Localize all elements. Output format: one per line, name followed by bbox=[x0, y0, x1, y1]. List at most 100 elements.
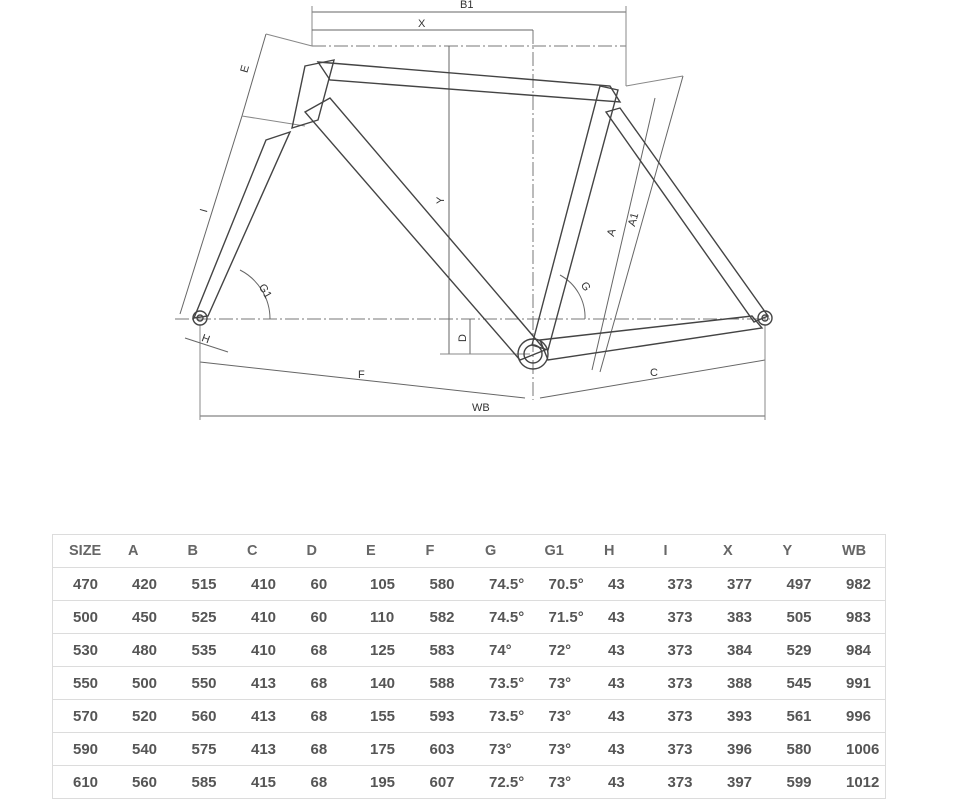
cell-g1: 73° bbox=[528, 666, 588, 700]
cell-h: 43 bbox=[588, 633, 648, 667]
label-wb: WB bbox=[472, 402, 490, 414]
header-f: F bbox=[409, 534, 469, 568]
label-x: X bbox=[418, 18, 426, 30]
cell-y: 599 bbox=[766, 765, 826, 799]
cell-size: 610 bbox=[52, 765, 112, 799]
cell-h: 43 bbox=[588, 765, 648, 799]
cell-wb: 1006 bbox=[826, 732, 886, 766]
cell-wb: 984 bbox=[826, 633, 886, 667]
bottom-bracket bbox=[517, 338, 549, 370]
cell-d: 60 bbox=[290, 600, 350, 634]
label-a1: A1 bbox=[626, 212, 641, 228]
cell-b: 560 bbox=[171, 699, 231, 733]
cell-e: 140 bbox=[350, 666, 410, 700]
cell-g: 72.5° bbox=[469, 765, 529, 799]
cell-y: 545 bbox=[766, 666, 826, 700]
cell-h: 43 bbox=[588, 699, 648, 733]
cell-i: 373 bbox=[647, 567, 707, 601]
cell-c: 410 bbox=[231, 633, 291, 667]
cell-wb: 982 bbox=[826, 567, 886, 601]
cell-e: 105 bbox=[350, 567, 410, 601]
cell-y: 497 bbox=[766, 567, 826, 601]
a-dimension-line bbox=[591, 97, 656, 371]
cell-e: 195 bbox=[350, 765, 410, 799]
label-g: G bbox=[578, 280, 593, 293]
cell-c: 413 bbox=[231, 732, 291, 766]
header-h: H bbox=[588, 534, 648, 568]
cell-wb: 991 bbox=[826, 666, 886, 700]
label-a: A bbox=[605, 227, 619, 238]
cell-c: 413 bbox=[231, 666, 291, 700]
cell-b: 515 bbox=[171, 567, 231, 601]
header-y: Y bbox=[766, 534, 826, 568]
cell-y: 505 bbox=[766, 600, 826, 634]
header-g: G bbox=[469, 534, 529, 568]
head-tube bbox=[291, 59, 335, 130]
cell-g: 73.5° bbox=[469, 699, 529, 733]
cell-f: 580 bbox=[409, 567, 469, 601]
cell-x: 396 bbox=[707, 732, 767, 766]
cell-h: 43 bbox=[588, 600, 648, 634]
h-dimension-line bbox=[184, 337, 229, 353]
cell-a: 500 bbox=[112, 666, 172, 700]
cell-e: 175 bbox=[350, 732, 410, 766]
cell-a: 420 bbox=[112, 567, 172, 601]
cell-i: 373 bbox=[647, 699, 707, 733]
label-f: F bbox=[358, 369, 365, 381]
cell-g1: 73° bbox=[528, 699, 588, 733]
cell-d: 68 bbox=[290, 765, 350, 799]
cell-wb: 996 bbox=[826, 699, 886, 733]
cell-b: 525 bbox=[171, 600, 231, 634]
cell-c: 410 bbox=[231, 600, 291, 634]
cell-d: 68 bbox=[290, 633, 350, 667]
cell-h: 43 bbox=[588, 567, 648, 601]
table-header-row: SIZE A B C D E F G G1 H I X Y WB bbox=[52, 534, 886, 568]
cell-c: 413 bbox=[231, 699, 291, 733]
c-dimension-line bbox=[539, 359, 766, 399]
cell-y: 529 bbox=[766, 633, 826, 667]
cell-f: 603 bbox=[409, 732, 469, 766]
a1-dimension-line bbox=[599, 75, 684, 373]
e-dimension-line bbox=[241, 33, 267, 117]
cell-wb: 983 bbox=[826, 600, 886, 634]
seat-tube bbox=[531, 85, 619, 351]
chain-stay bbox=[539, 315, 764, 361]
cell-d: 60 bbox=[290, 567, 350, 601]
cell-e: 125 bbox=[350, 633, 410, 667]
label-y: Y bbox=[435, 196, 447, 204]
cell-x: 377 bbox=[707, 567, 767, 601]
cell-i: 373 bbox=[647, 633, 707, 667]
cell-b: 550 bbox=[171, 666, 231, 700]
cell-c: 410 bbox=[231, 567, 291, 601]
cell-size: 590 bbox=[52, 732, 112, 766]
cell-f: 582 bbox=[409, 600, 469, 634]
cell-g1: 71.5° bbox=[528, 600, 588, 634]
cell-y: 561 bbox=[766, 699, 826, 733]
cell-size: 550 bbox=[52, 666, 112, 700]
i-dimension-line bbox=[179, 115, 243, 315]
cell-x: 383 bbox=[707, 600, 767, 634]
cell-h: 43 bbox=[588, 666, 648, 700]
cell-a: 540 bbox=[112, 732, 172, 766]
header-a: A bbox=[112, 534, 172, 568]
header-i: I bbox=[647, 534, 707, 568]
header-x: X bbox=[707, 534, 767, 568]
f-dimension-line bbox=[199, 361, 526, 399]
cell-g: 74° bbox=[469, 633, 529, 667]
header-d: D bbox=[290, 534, 350, 568]
cell-c: 415 bbox=[231, 765, 291, 799]
down-tube bbox=[303, 97, 547, 361]
cell-a: 450 bbox=[112, 600, 172, 634]
header-size: SIZE bbox=[52, 534, 112, 568]
cell-g1: 73° bbox=[528, 732, 588, 766]
cell-size: 470 bbox=[52, 567, 112, 601]
header-g1: G1 bbox=[528, 534, 588, 568]
cell-a: 480 bbox=[112, 633, 172, 667]
